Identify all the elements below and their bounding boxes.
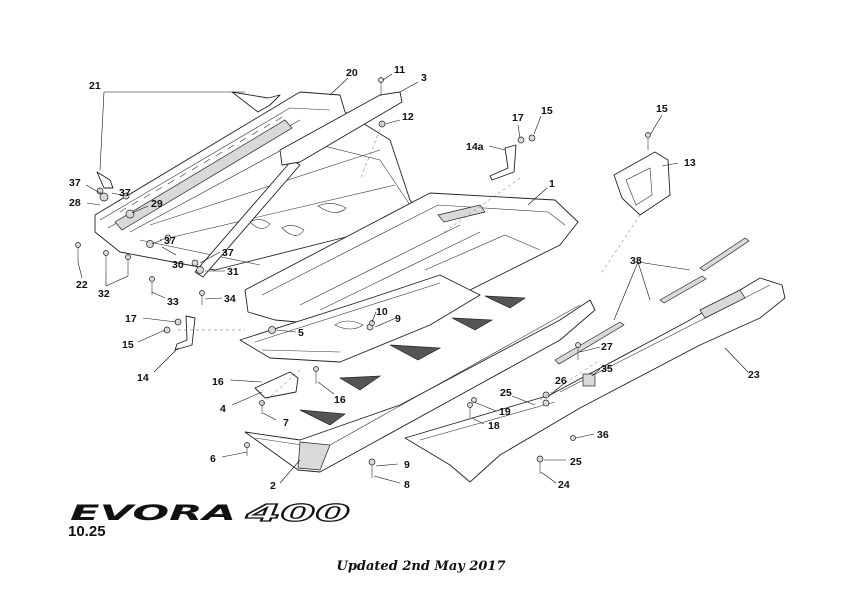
alignment-lines [178, 123, 641, 405]
callout-29: 29 [151, 198, 163, 210]
corner-bracket-upper [231, 91, 281, 113]
evora-400-logo: EVORA 400 [70, 500, 351, 527]
callout-32: 32 [98, 288, 110, 300]
fasteners [75, 77, 651, 478]
callout-4: 4 [220, 403, 226, 415]
seal-strip-2 [659, 275, 707, 304]
seal-strip-1 [554, 321, 625, 365]
strut-bar [279, 91, 403, 166]
corner-bracket-lower [96, 171, 114, 189]
callout-38: 38 [630, 255, 642, 267]
callout-25-a: 25 [500, 387, 512, 399]
callout-17: 17 [512, 112, 524, 124]
callout-37-b: 37 [119, 187, 131, 199]
clip-35 [582, 373, 596, 387]
callout-17-left: 17 [125, 313, 137, 325]
callout-37-d: 37 [222, 247, 234, 259]
variant-400-wordmark: 400 [244, 501, 350, 527]
seal-strip-3 [699, 237, 750, 272]
callout-14: 14 [137, 372, 149, 384]
callout-15-right: 15 [656, 103, 668, 115]
callout-21: 21 [89, 80, 101, 92]
callout-15: 15 [541, 105, 553, 117]
callout-34: 34 [224, 293, 236, 305]
callout-16-b: 16 [334, 394, 346, 406]
callout-12: 12 [402, 111, 414, 123]
bracket-14a [489, 144, 517, 181]
rear-bracket-right [613, 151, 671, 216]
front-floor-panel [239, 274, 481, 363]
callout-9: 9 [395, 313, 401, 325]
callout-9-lower: 9 [404, 459, 410, 471]
callout-11: 11 [394, 64, 405, 76]
callout-36: 36 [597, 429, 609, 441]
callout-35: 35 [601, 363, 613, 375]
callout-27: 27 [601, 341, 613, 353]
callout-19: 19 [499, 406, 511, 418]
callout-1: 1 [549, 178, 555, 190]
callout-5: 5 [298, 327, 304, 339]
callout-18: 18 [488, 420, 500, 432]
callout-37-c: 37 [164, 235, 176, 247]
callout-13: 13 [684, 157, 696, 169]
callout-37-a: 37 [69, 177, 81, 189]
callout-31: 31 [227, 266, 239, 278]
callout-23: 23 [748, 369, 760, 381]
callout-labels: 21 20 11 3 12 17 15 14a 15 13 1 37 37 28… [69, 64, 760, 492]
callout-2: 2 [270, 480, 276, 492]
callout-7: 7 [283, 417, 289, 429]
callout-8: 8 [404, 479, 410, 491]
callout-3: 3 [421, 72, 427, 84]
callout-25-b: 25 [570, 456, 582, 468]
floor-strakes [299, 295, 527, 426]
callout-33: 33 [167, 296, 179, 308]
callout-28: 28 [69, 197, 81, 209]
update-note: Updated 2nd May 2017 [336, 559, 506, 574]
leader-lines [77, 73, 749, 484]
callout-24: 24 [558, 479, 570, 491]
main-undertray [244, 192, 579, 326]
callout-10: 10 [376, 306, 388, 318]
section-number: 10.25 [68, 523, 106, 540]
callout-20: 20 [346, 67, 358, 79]
callout-26: 26 [555, 375, 567, 387]
bracket-4 [254, 371, 299, 399]
callout-6: 6 [210, 453, 216, 465]
callout-15-left: 15 [122, 339, 134, 351]
callout-30: 30 [172, 259, 184, 271]
left-side-skirt [244, 299, 596, 473]
callout-14a: 14a [466, 141, 484, 153]
bracket-14 [174, 315, 196, 351]
evora-wordmark: EVORA [70, 501, 236, 525]
callout-22: 22 [76, 279, 88, 291]
callout-16-a: 16 [212, 376, 224, 388]
